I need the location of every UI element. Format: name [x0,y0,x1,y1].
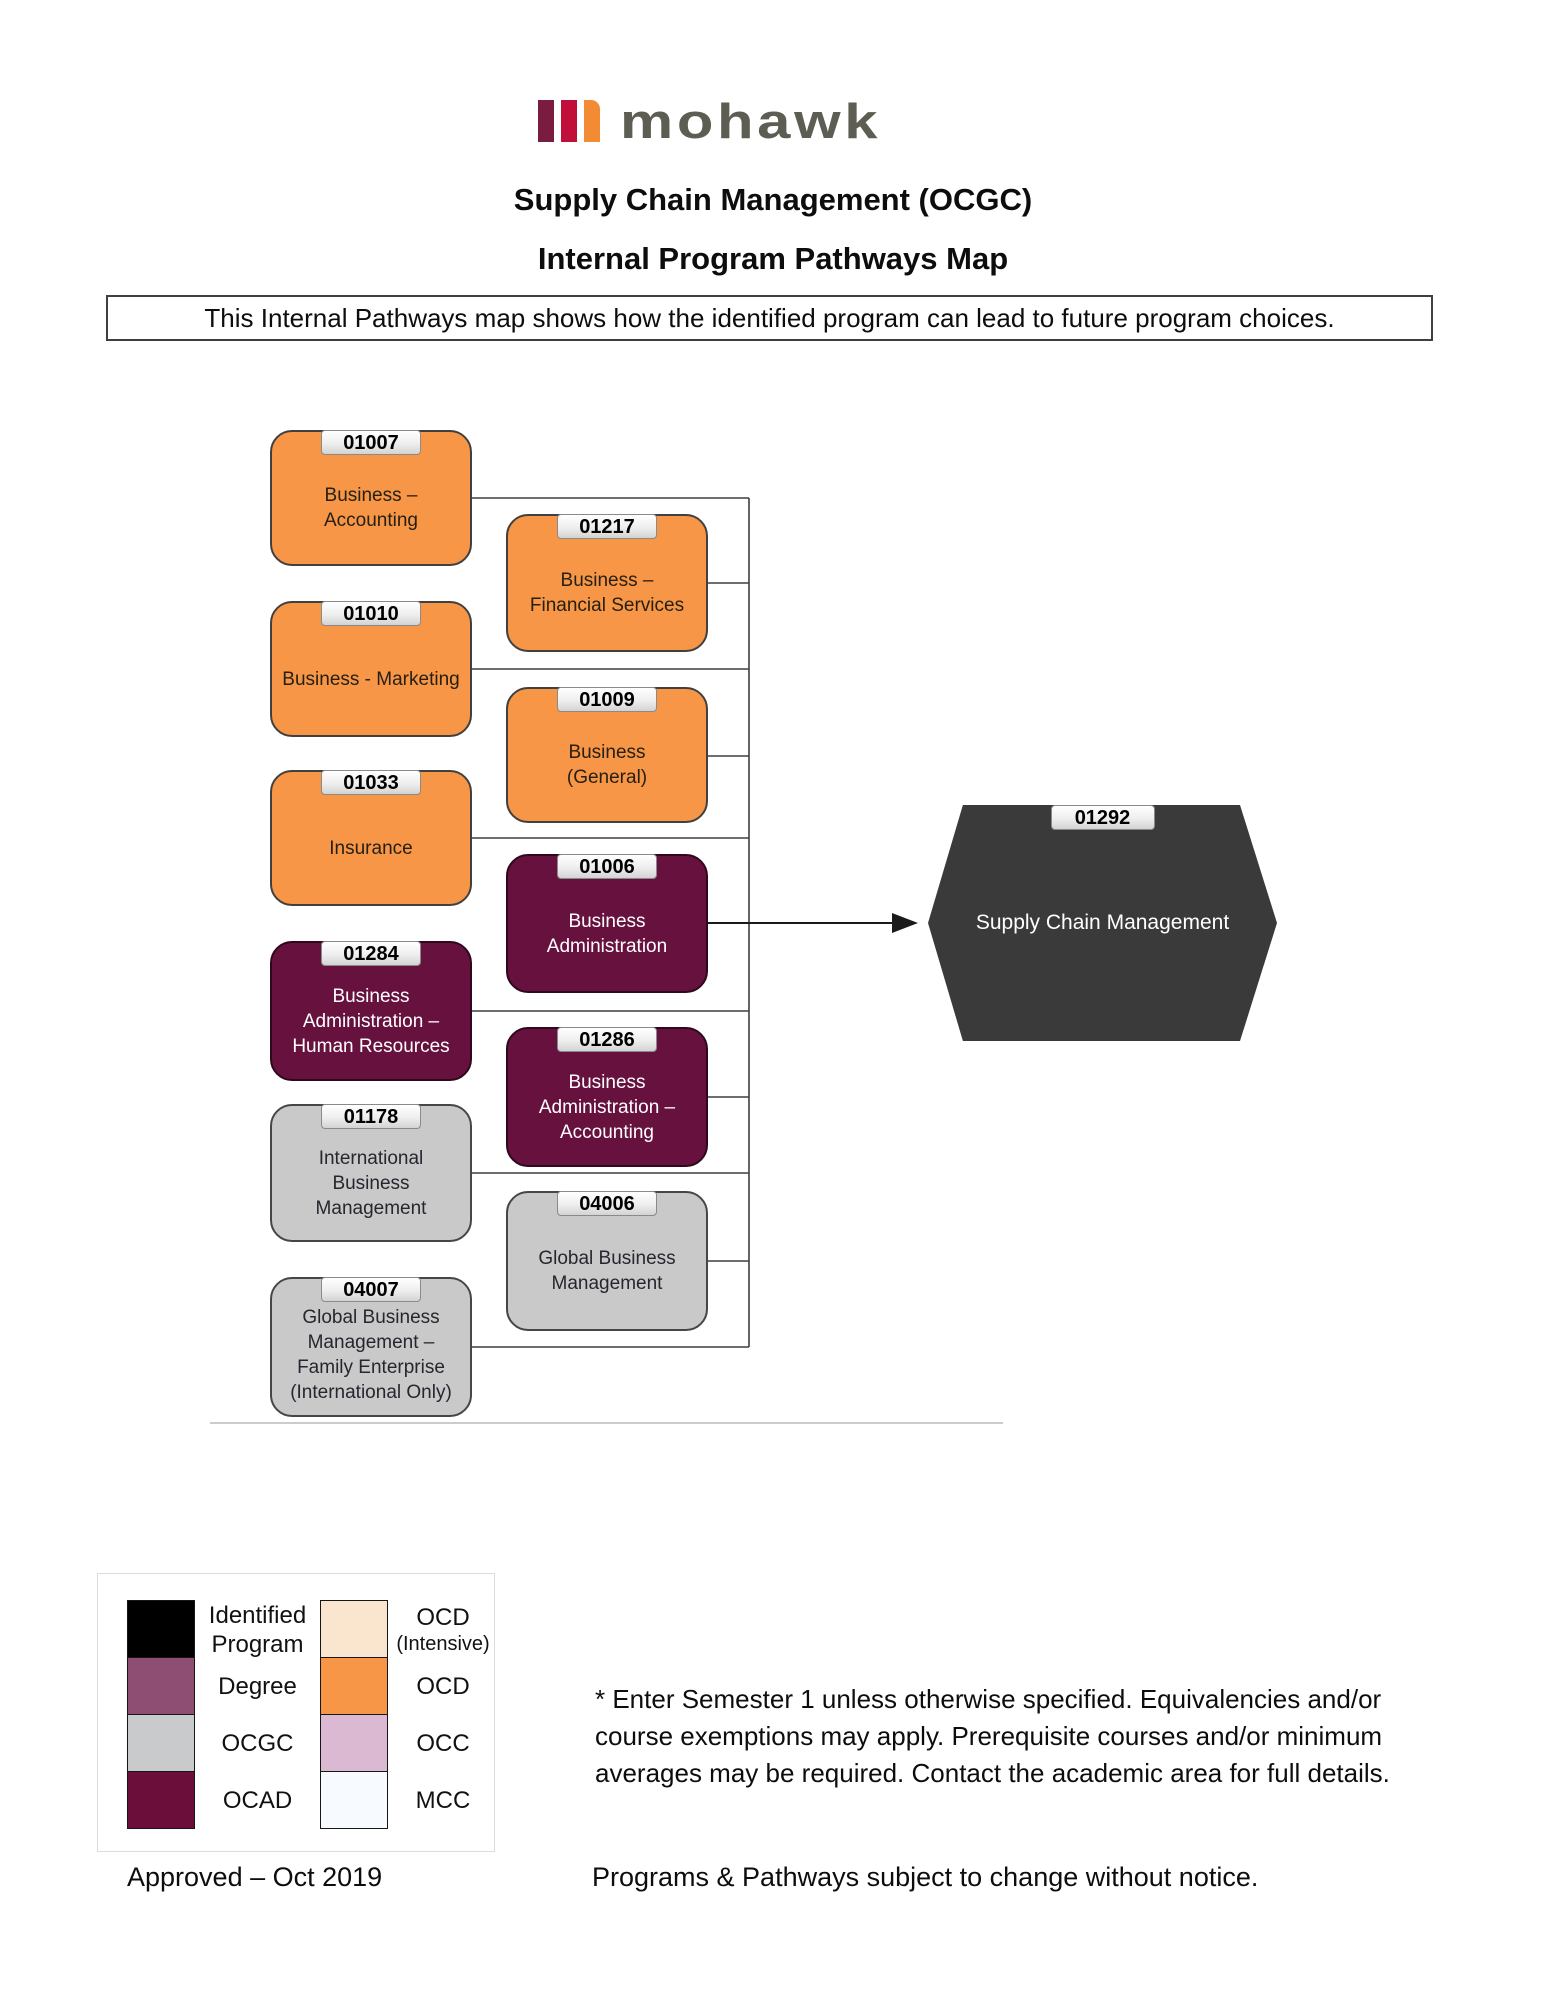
program-code-badge: 01009 [557,687,657,712]
mohawk-logo-bars-icon [538,98,600,142]
program-code-badge: 01286 [557,1027,657,1052]
mohawk-logo: mohawk [538,98,877,147]
program-node-label: International Business Management [315,1147,427,1219]
program-code-badge: 01007 [321,430,421,455]
legend-swatch-ocd-intensive [320,1600,388,1658]
program-node-label: Business Administration – Human Resource… [292,985,450,1057]
program-code-badge: 01284 [321,941,421,966]
program-node-label: Business - Marketing [282,668,460,690]
legend-label-mcc: MCC [415,1787,471,1814]
program-node-04006: 04006 Global Business Management [506,1191,708,1331]
legend-swatch-identified-program [127,1600,195,1658]
program-node-01010: 01010 Business - Marketing [270,601,472,737]
legend: Identified Program OCD (Intensive) Degre… [97,1573,495,1852]
program-code-badge: 01217 [557,514,657,539]
program-node-01006: 01006 Business Administration [506,854,708,993]
program-node-01007: 01007 Business – Accounting [270,430,472,566]
legend-label-ocd: OCD [416,1673,470,1700]
program-code-badge: 01010 [321,601,421,626]
program-code-badge: 01033 [321,770,421,795]
program-code-badge: 04006 [557,1191,657,1216]
program-code-badge: 01292 [1050,805,1155,830]
legend-label-ocgc: OCGC [221,1730,294,1757]
program-code-badge: 01006 [557,854,657,879]
program-node-label: Global Business Management [538,1248,676,1294]
program-node-label: Insurance [329,837,413,859]
page-title: Supply Chain Management (OCGC) [513,182,1033,217]
program-node-label: Business Administration – Accounting [538,1071,676,1143]
legend-label-ocad: OCAD [222,1787,293,1814]
program-node-label: Global Business Management – Family Ente… [290,1307,452,1403]
legend-swatch-occ [320,1714,388,1772]
footnote-text: * Enter Semester 1 unless otherwise spec… [595,1684,1390,1788]
legend-swatch-ocd [320,1657,388,1715]
program-node-label: Business (General) [566,742,648,788]
diagram-divider-line [210,1422,1003,1424]
target-program-label: Supply Chain Management [975,911,1230,934]
logo-bar-red [561,100,577,142]
target-program-hexagon: 01292 Supply Chain Management [928,805,1277,1041]
program-node-01009: 01009 Business (General) [506,687,708,823]
legend-swatch-ocad [127,1771,195,1829]
logo-bar-orange [584,100,600,142]
legend-label-ocd-intensive-main: OCD [416,1604,470,1631]
disclaimer-text: Programs & Pathways subject to change wi… [592,1862,1259,1892]
program-node-label: Business – Financial Services [529,570,685,616]
program-node-01217: 01217 Business – Financial Services [506,514,708,652]
program-code-badge: 01178 [321,1104,421,1129]
program-node-01178: 01178 International Business Management [270,1104,472,1242]
program-node-label: Business Administration [546,910,668,957]
program-node-01033: 01033 Insurance [270,770,472,906]
program-node-04007: 04007 Global Business Management – Famil… [270,1277,472,1417]
legend-label-occ: OCC [416,1730,470,1757]
legend-label-degree: Degree [218,1673,297,1700]
legend-label-identified-program: Identified Program [208,1601,307,1658]
mohawk-wordmark: mohawk [620,95,882,149]
legend-label-ocd-intensive-sub: (Intensive) [396,1633,490,1655]
program-node-01286: 01286 Business Administration – Accounti… [506,1027,708,1167]
logo-bar-maroon [538,100,554,142]
legend-swatch-degree [127,1657,195,1715]
page-subtitle: Internal Program Pathways Map [537,241,1009,276]
program-code-badge: 04007 [321,1277,421,1302]
legend-swatch-mcc [320,1771,388,1829]
legend-label-ocd-intensive: OCD (Intensive) [388,1601,498,1658]
approved-date: Approved – Oct 2019 [127,1862,383,1892]
program-node-label: Business – Accounting [323,485,418,531]
legend-swatch-ocgc [127,1714,195,1772]
legend-grid: Identified Program OCD (Intensive) Degre… [127,1600,498,1829]
description-box: This Internal Pathways map shows how the… [106,295,1433,341]
program-node-01284: 01284 Business Administration – Human Re… [270,941,472,1081]
description-text: This Internal Pathways map shows how the… [204,302,1335,333]
